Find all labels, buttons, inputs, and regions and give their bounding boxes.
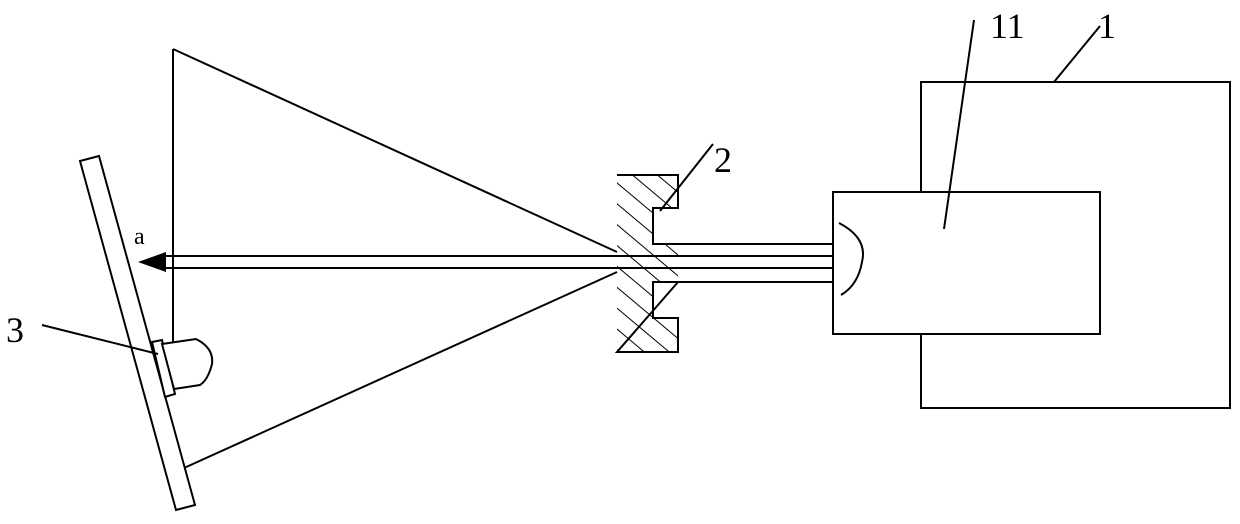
light-source-box	[833, 192, 1100, 334]
optical-tube	[678, 244, 833, 282]
label-11: 11	[990, 6, 1025, 46]
emission-cone	[173, 49, 617, 468]
label-1: 1	[1098, 6, 1116, 46]
arrow-a-icon	[138, 252, 166, 272]
leader-line-1	[1054, 26, 1100, 82]
mounting-block	[617, 175, 678, 352]
label-3: 3	[6, 310, 24, 350]
label-2: 2	[714, 140, 732, 180]
tilted-plate	[80, 156, 195, 510]
label-a: a	[134, 224, 145, 250]
beam-rod	[138, 252, 833, 272]
